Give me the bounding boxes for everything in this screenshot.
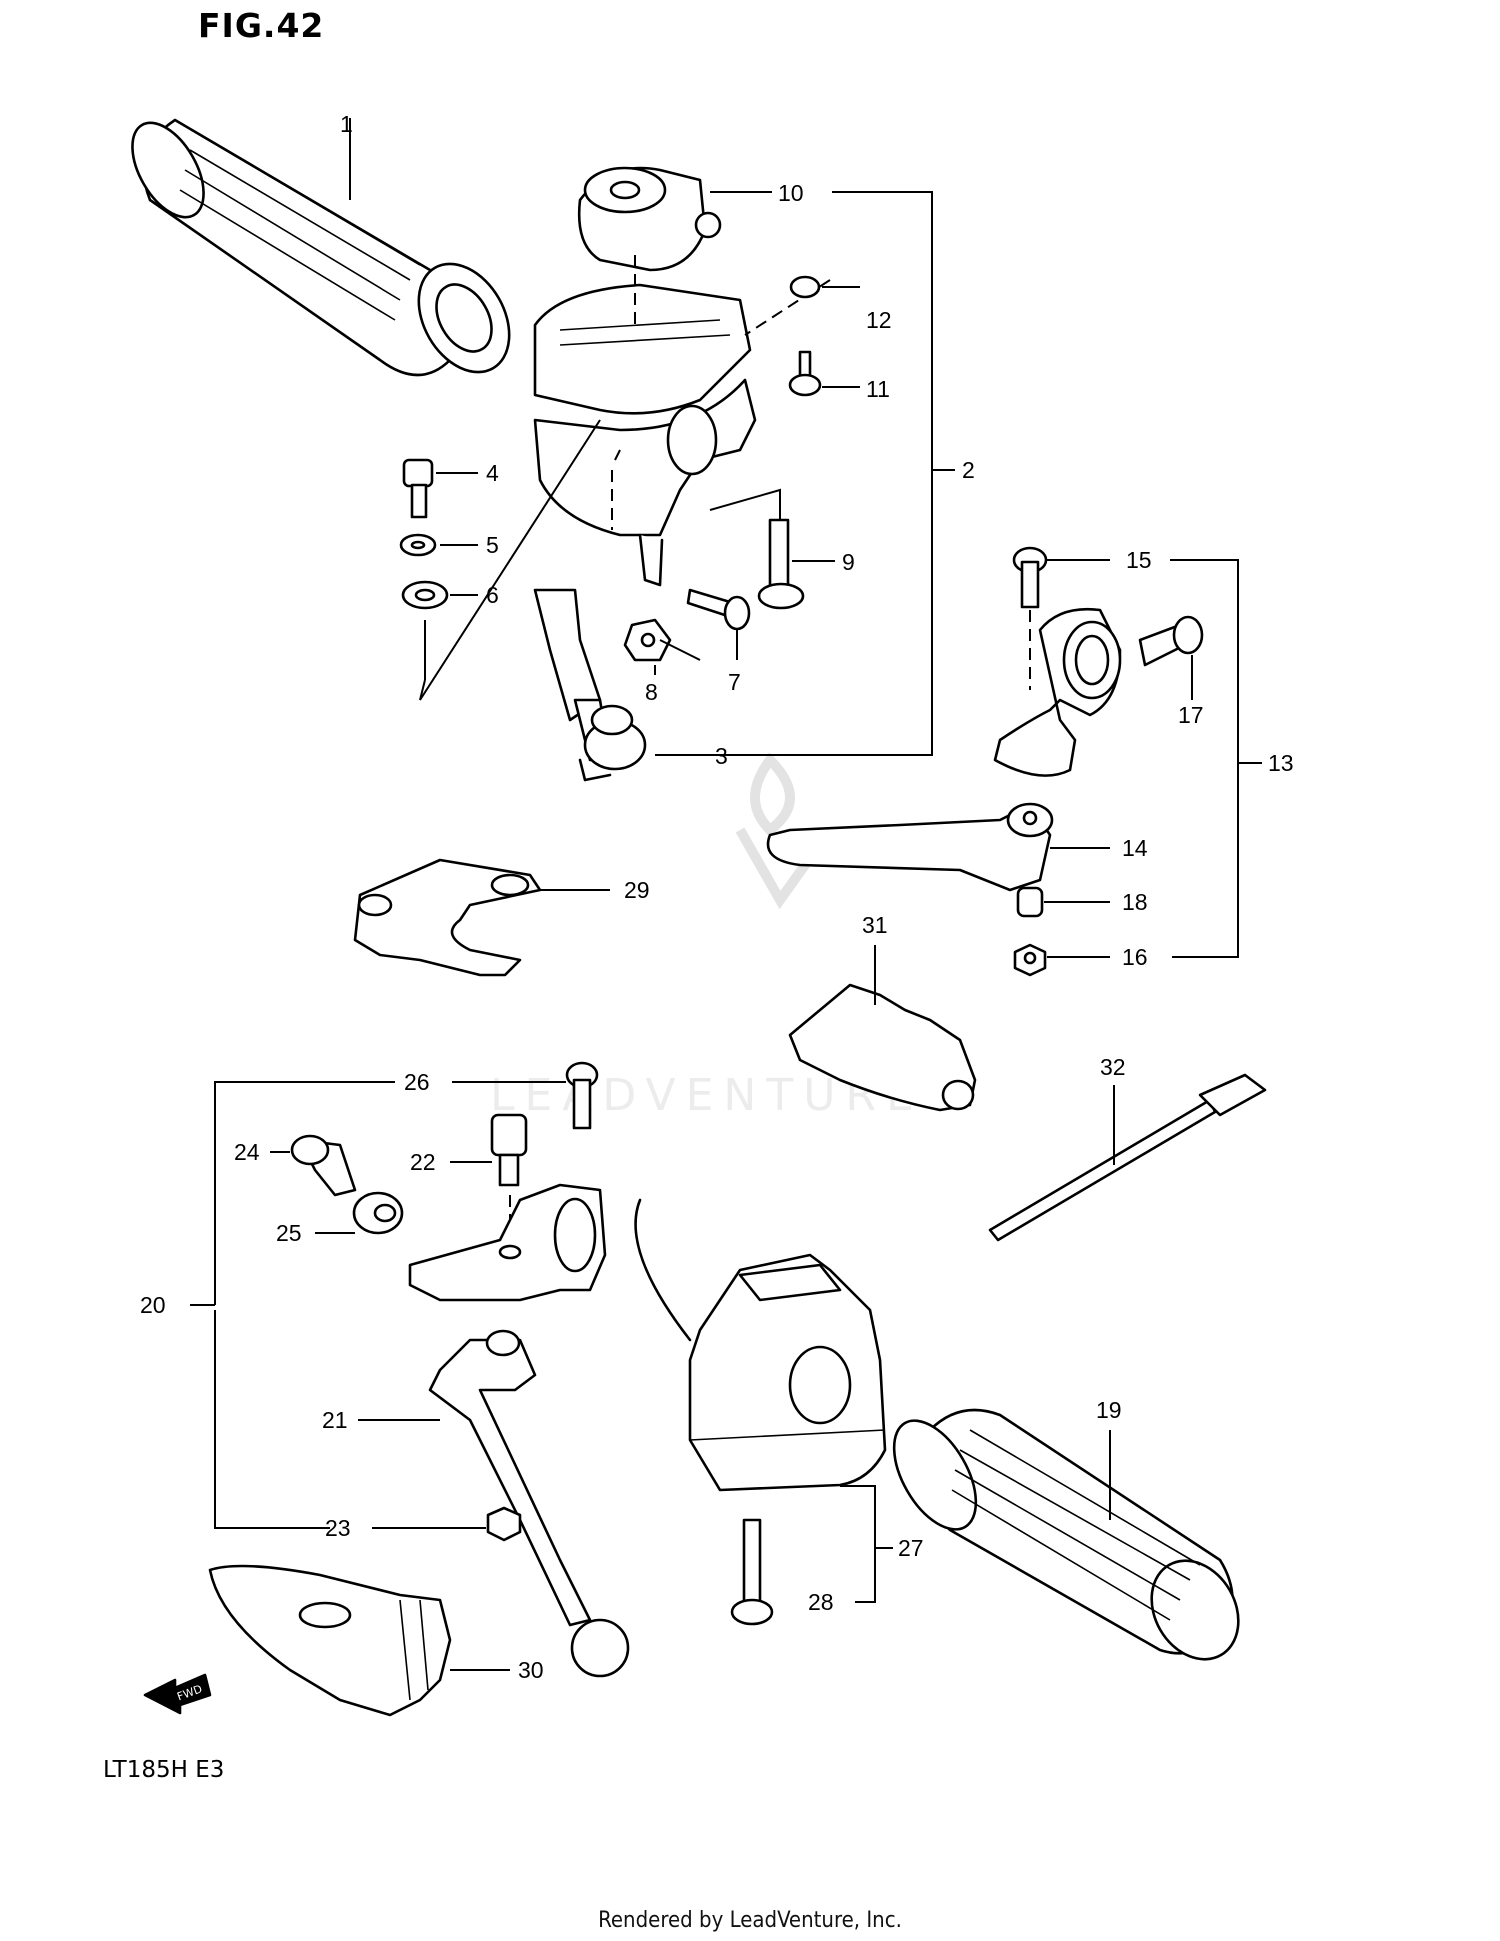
lever-bracket-13 xyxy=(993,607,1122,777)
cover-31 xyxy=(788,983,977,1112)
bolt-15 xyxy=(1012,546,1048,609)
callout-31: 31 xyxy=(862,912,888,938)
callout-10: 10 xyxy=(778,180,804,206)
nut-25 xyxy=(352,1191,404,1235)
bracket-29 xyxy=(353,858,542,977)
nut-8 xyxy=(623,618,672,662)
callout-25: 25 xyxy=(276,1220,302,1246)
callout-19: 19 xyxy=(1096,1397,1122,1423)
callout-9: 9 xyxy=(842,549,855,575)
washer-5 xyxy=(399,533,437,557)
nut-16 xyxy=(1013,943,1047,977)
nut-23 xyxy=(486,1506,522,1542)
clutch-lever-21 xyxy=(428,1329,630,1678)
fwd-arrow-icon: FWD xyxy=(143,1673,212,1715)
callout-29: 29 xyxy=(624,877,650,903)
cable-tie-32 xyxy=(988,1073,1267,1242)
callout-21: 21 xyxy=(322,1407,348,1433)
footer-credit: Rendered by LeadVenture, Inc. xyxy=(598,1908,902,1933)
screw-26 xyxy=(565,1061,599,1130)
callout-28: 28 xyxy=(808,1589,834,1615)
callout-12: 12 xyxy=(866,307,892,333)
callout-24: 24 xyxy=(234,1139,260,1165)
screw-28 xyxy=(730,1518,774,1626)
callout-4: 4 xyxy=(486,460,499,486)
screw-9 xyxy=(757,518,805,610)
throttle-housing xyxy=(533,283,757,587)
callout-23: 23 xyxy=(325,1515,351,1541)
callout-16: 16 xyxy=(1122,944,1148,970)
figure-title: FIG.42 xyxy=(198,6,325,45)
callout-30: 30 xyxy=(518,1657,544,1683)
callout-15: 15 xyxy=(1126,547,1152,573)
callout-17: 17 xyxy=(1178,702,1204,728)
throttle-lever xyxy=(533,588,647,782)
callout-3: 3 xyxy=(715,743,728,769)
callout-27: 27 xyxy=(898,1535,924,1561)
bolt-22 xyxy=(490,1113,528,1187)
callout-26: 26 xyxy=(404,1069,430,1095)
callout-18: 18 xyxy=(1122,889,1148,915)
bolt-4 xyxy=(402,458,434,519)
screw-7 xyxy=(686,588,751,631)
clutch-bracket-20 xyxy=(408,1183,607,1302)
washer-6 xyxy=(401,580,449,610)
callout-7: 7 xyxy=(728,669,741,695)
collar-18 xyxy=(1016,886,1044,918)
cover-30 xyxy=(208,1564,452,1717)
switch-housing-27 xyxy=(634,1198,887,1492)
callout-11: 11 xyxy=(866,376,890,402)
watermark-logo: LEADVENTURE xyxy=(490,752,914,1121)
callout-13: 13 xyxy=(1268,750,1294,776)
grip-right xyxy=(892,1408,1240,1661)
callout-1: 1 xyxy=(340,111,353,137)
callout-2: 2 xyxy=(962,457,975,483)
washer-12 xyxy=(789,275,821,299)
grip-left xyxy=(131,118,511,377)
model-code: LT185H E3 xyxy=(103,1757,225,1783)
callout-6: 6 xyxy=(486,582,499,608)
callout-8: 8 xyxy=(645,679,658,705)
throttle-housing-cap xyxy=(577,166,722,272)
adjuster-24 xyxy=(290,1134,357,1197)
callout-14: 14 xyxy=(1122,835,1148,861)
callout-32: 32 xyxy=(1100,1054,1126,1080)
screw-17 xyxy=(1138,615,1204,667)
screw-11 xyxy=(788,350,822,397)
callout-5: 5 xyxy=(486,532,499,558)
callout-20: 20 xyxy=(140,1292,166,1318)
callout-22: 22 xyxy=(410,1149,436,1175)
brake-lever-14 xyxy=(766,802,1054,892)
